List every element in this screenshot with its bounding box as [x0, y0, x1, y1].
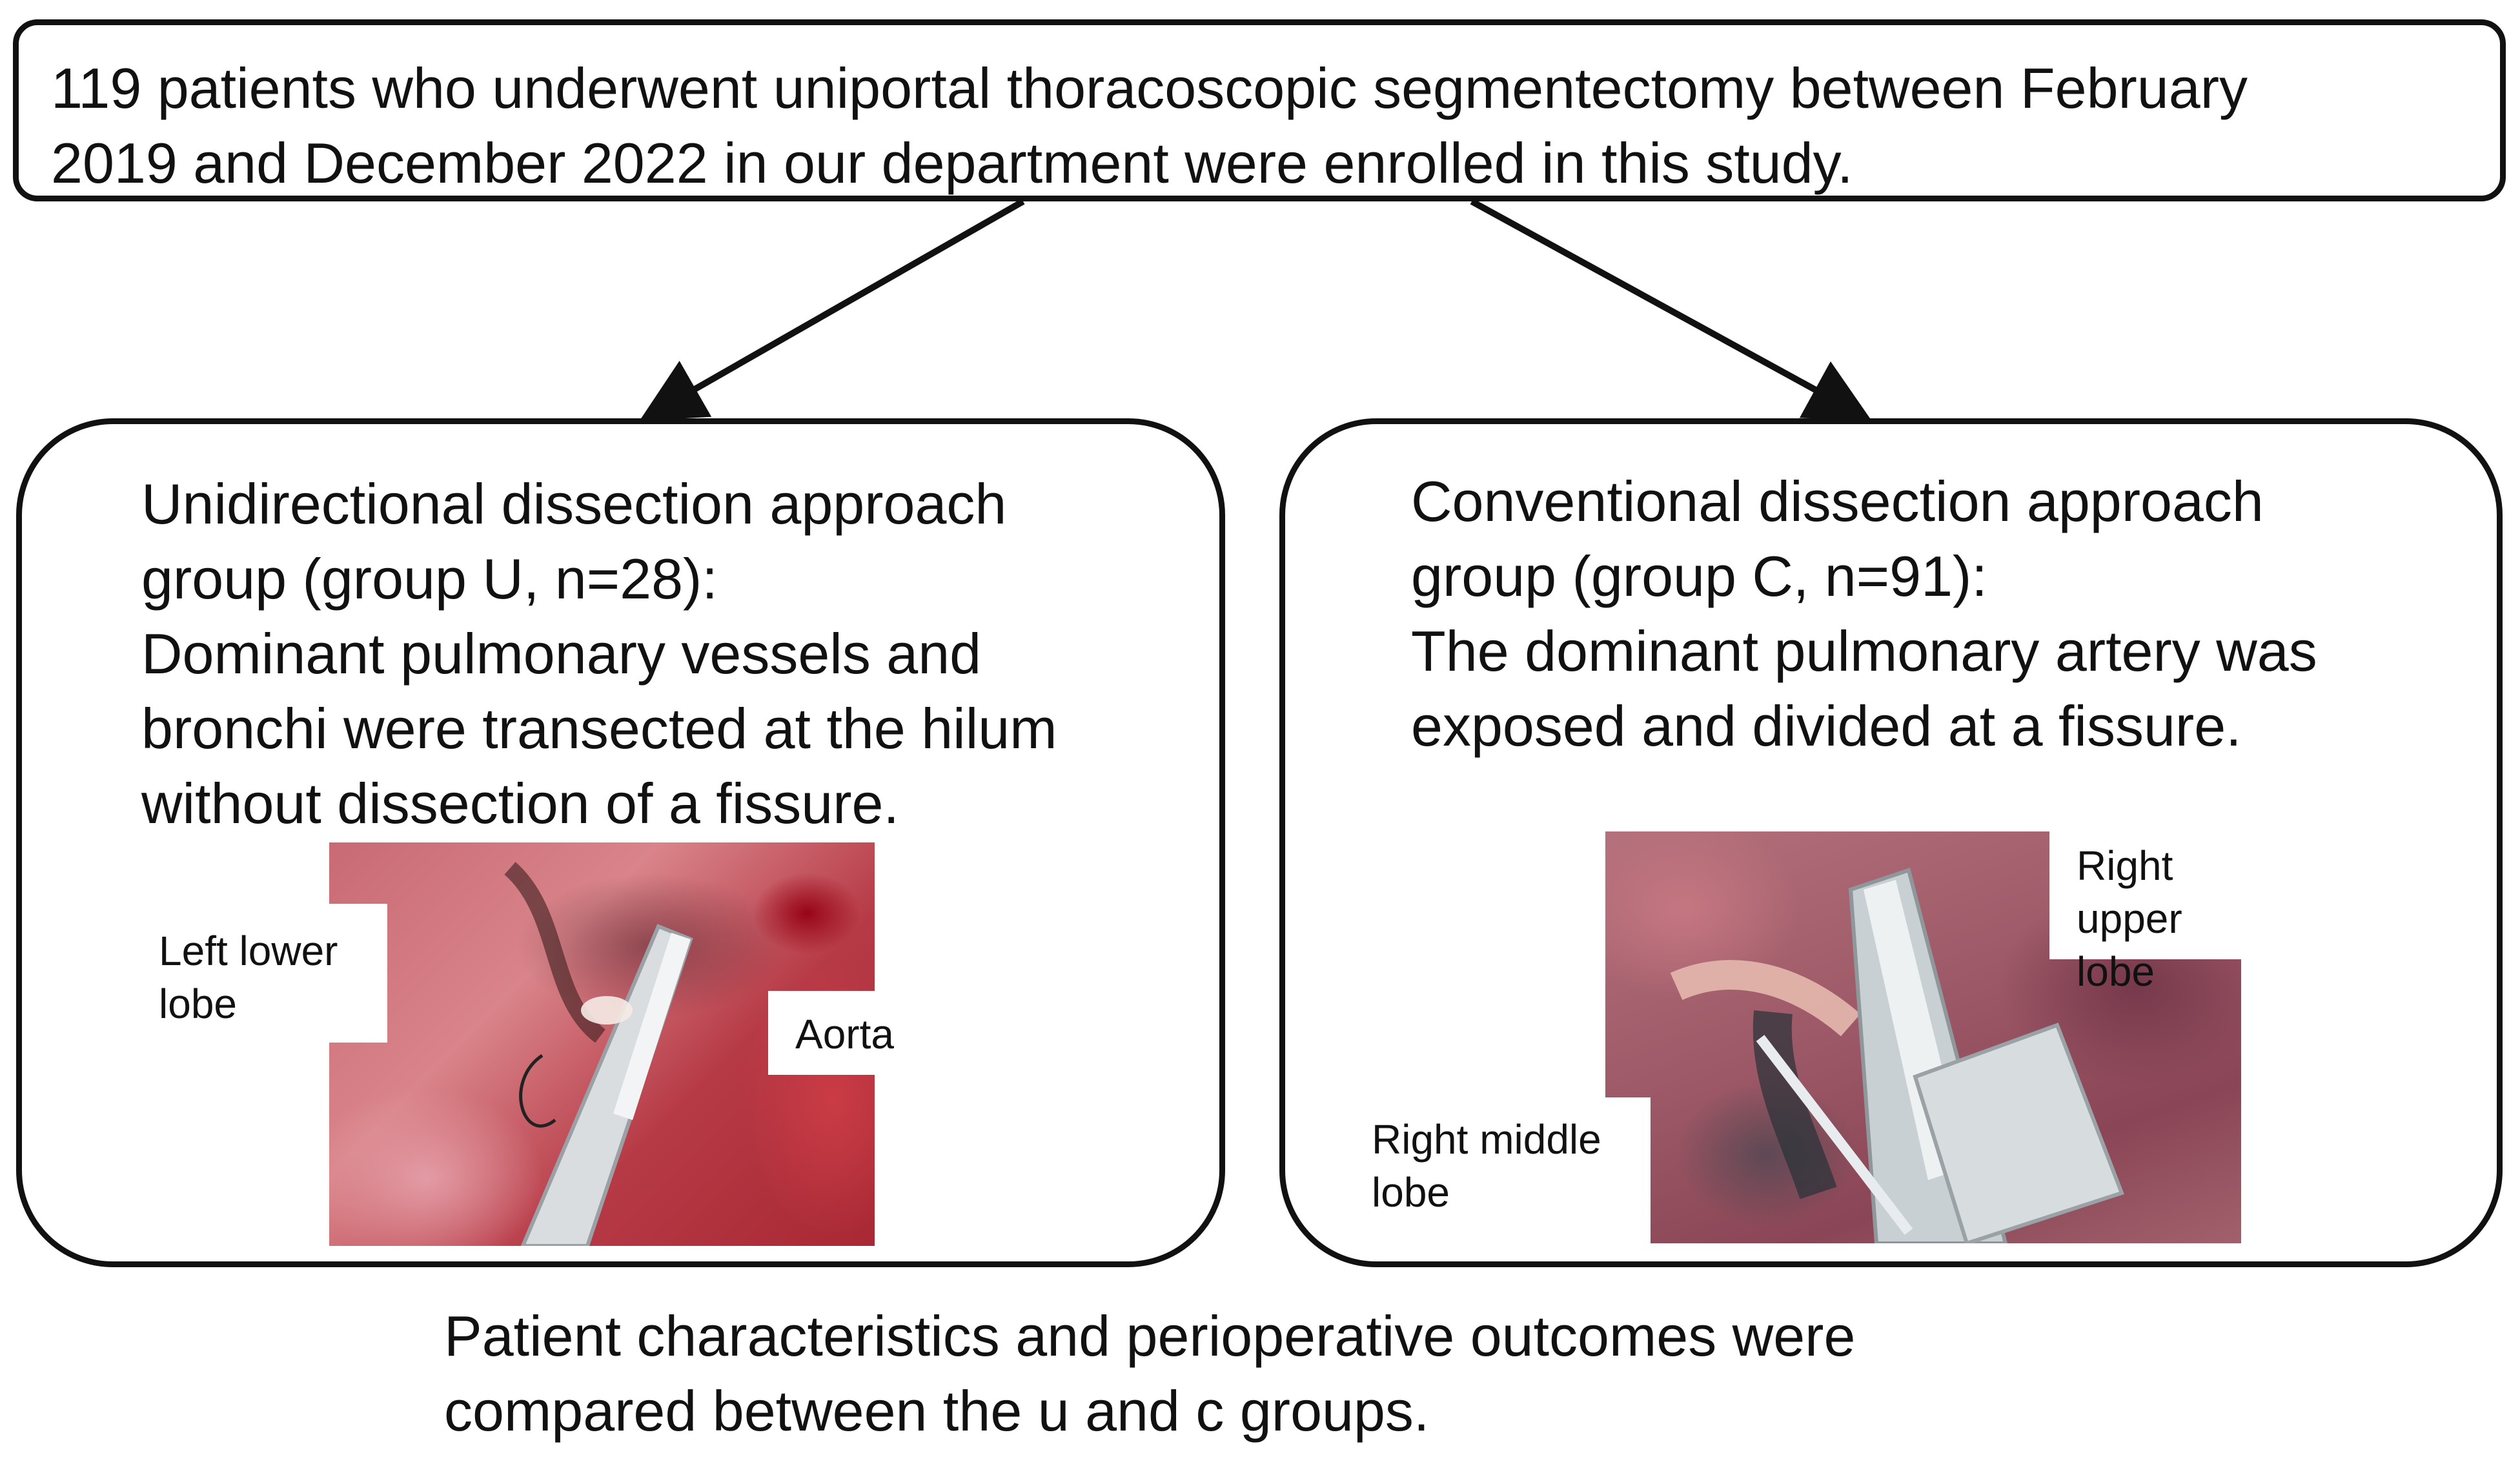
- group-c-text: Conventional dissection approach group (…: [1411, 464, 2476, 764]
- group-u-box: Unidirectional dissection approach group…: [16, 418, 1225, 1267]
- group-c-line-3: The dominant pulmonary artery was: [1411, 619, 2317, 683]
- outcome-text: Patient characteristics and perioperativ…: [444, 1299, 2187, 1449]
- group-u-line-3: Dominant pulmonary vessels and: [141, 622, 982, 686]
- label-aorta: Aorta: [768, 991, 926, 1075]
- label-right-upper-lobe-line-2: lobe: [2077, 948, 2155, 995]
- enrollment-line-1: 119 patients who underwent uniportal tho…: [51, 56, 2248, 120]
- group-u-line-5: without dissection of a fissure.: [141, 771, 899, 835]
- group-u-line-1: Unidirectional dissection approach: [141, 472, 1007, 536]
- label-right-upper-lobe: Right upper lobe: [2049, 831, 2262, 995]
- arrow-to-group-c: [1470, 198, 1872, 421]
- group-c-line-2: group (group C, n=91):: [1411, 544, 1987, 608]
- enrollment-box: 119 patients who underwent uniportal tho…: [13, 19, 2506, 201]
- group-u-text: Unidirectional dissection approach group…: [141, 467, 1187, 841]
- label-left-lower-lobe: Left lower lobe: [136, 904, 387, 1043]
- group-c-line-1: Conventional dissection approach: [1411, 469, 2264, 533]
- stapler-illustration-c: [1670, 868, 2124, 1243]
- label-right-middle-lobe-line-2: lobe: [1372, 1169, 1450, 1216]
- enrollment-text: 119 patients who underwent uniportal tho…: [51, 51, 2491, 201]
- label-left-lower-lobe-line-1: Left lower: [159, 928, 338, 974]
- label-right-upper-lobe-line-1: Right upper: [2077, 842, 2182, 942]
- label-right-middle-lobe-line-1: Right middle: [1372, 1116, 1601, 1163]
- outcome-line-1: Patient characteristics and perioperativ…: [444, 1304, 1856, 1368]
- arrow-to-group-u: [639, 198, 1025, 421]
- label-left-lower-lobe-line-2: lobe: [159, 981, 237, 1027]
- group-u-line-4: bronchi were transected at the hilum: [141, 697, 1057, 760]
- label-aorta-text: Aorta: [795, 1011, 894, 1057]
- outcome-line-2: compared between the u and c groups.: [444, 1379, 1430, 1443]
- group-u-line-2: group (group U, n=28):: [141, 547, 718, 611]
- stapler-illustration-u: [504, 862, 693, 1246]
- enrollment-line-2: 2019 and December 2022 in our department…: [51, 131, 1853, 195]
- label-right-middle-lobe: Right middle lobe: [1352, 1097, 1651, 1243]
- group-c-line-4: exposed and divided at a fissure.: [1411, 694, 2242, 758]
